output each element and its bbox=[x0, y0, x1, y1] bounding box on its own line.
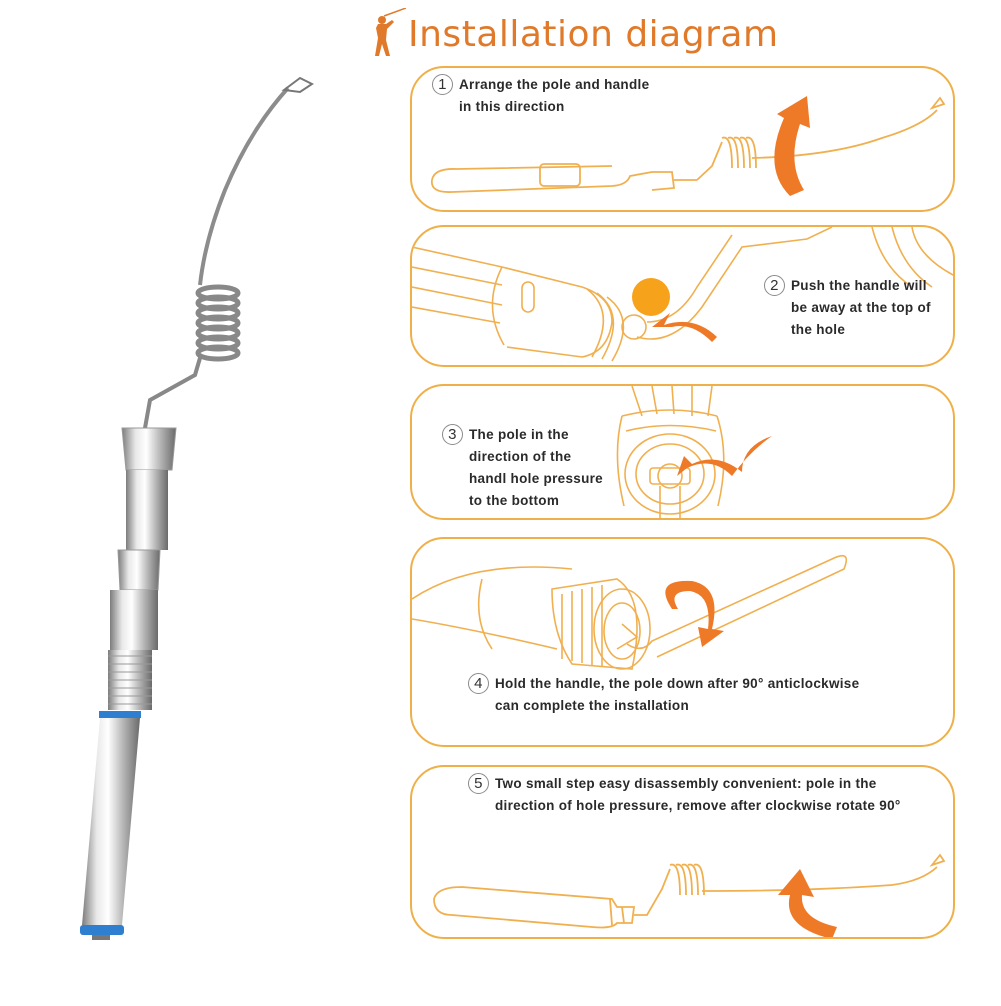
step-2-illustration bbox=[412, 227, 953, 362]
rod-illustration bbox=[80, 76, 314, 940]
step-5-illustration bbox=[433, 853, 946, 937]
step-number-badge: 3 bbox=[442, 423, 463, 445]
step-number-badge: 1 bbox=[432, 73, 453, 95]
step-number-badge: 4 bbox=[468, 672, 489, 694]
header: Installation diagram bbox=[372, 4, 779, 64]
step-3-illustration bbox=[616, 386, 772, 518]
page-title: Installation diagram bbox=[408, 13, 779, 55]
step-number-badge: 5 bbox=[468, 772, 489, 794]
step-number-badge: 2 bbox=[764, 274, 785, 296]
step-1-illustration bbox=[430, 96, 946, 196]
fisherman-icon bbox=[375, 8, 406, 56]
step-4-illustration bbox=[412, 554, 848, 670]
product-photo bbox=[0, 0, 380, 1001]
